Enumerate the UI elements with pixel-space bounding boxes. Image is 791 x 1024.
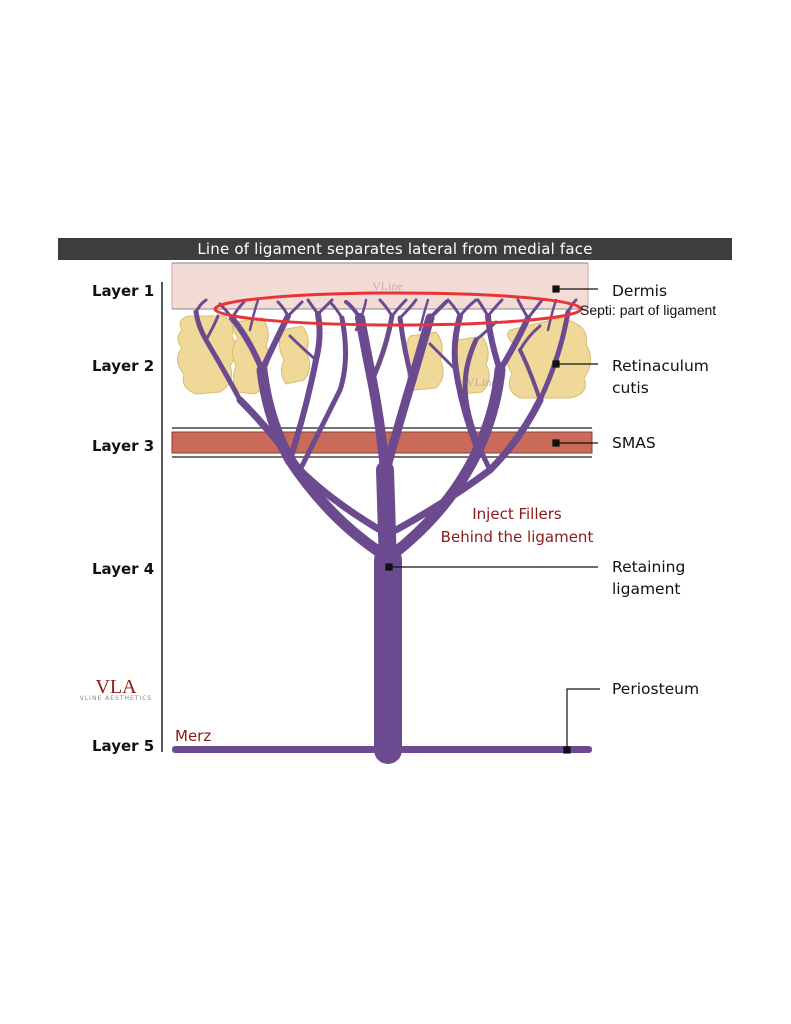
- retaining-ligament-label-2: ligament: [612, 580, 681, 598]
- septi-label: Septi: part of ligament: [580, 302, 716, 318]
- annotation-line-2: Behind the ligament: [441, 528, 594, 546]
- logo-text: VLINE AESTHETICS: [80, 695, 153, 702]
- logo-mark: VLA: [95, 676, 137, 698]
- watermark-text: VLine: [372, 279, 403, 293]
- layer-1-label: Layer 1: [92, 282, 154, 300]
- retinaculum-label-1: Retinaculum: [612, 357, 709, 375]
- smas-label: SMAS: [612, 434, 656, 452]
- septi-highlight-ellipse: [213, 291, 583, 327]
- periosteum-label: Periosteum: [612, 680, 699, 698]
- layer-5-label: Layer 5: [92, 737, 154, 755]
- layer-3-label: Layer 3: [92, 437, 154, 455]
- diagram-title: Line of ligament separates lateral from …: [58, 238, 732, 260]
- periosteum-layer: [172, 746, 592, 753]
- watermark-text-lower: VLine: [466, 375, 497, 389]
- retinaculum-label-2: cutis: [612, 379, 649, 397]
- annotation-line-1: Inject Fillers: [472, 505, 562, 523]
- layer-4-label: Layer 4: [92, 560, 154, 578]
- dermis-label: Dermis: [612, 282, 667, 300]
- retaining-ligament-label-1: Retaining: [612, 558, 685, 576]
- pointer-lines: [385, 285, 600, 754]
- credit-label: Merz: [175, 727, 211, 745]
- layer-2-label: Layer 2: [92, 357, 154, 375]
